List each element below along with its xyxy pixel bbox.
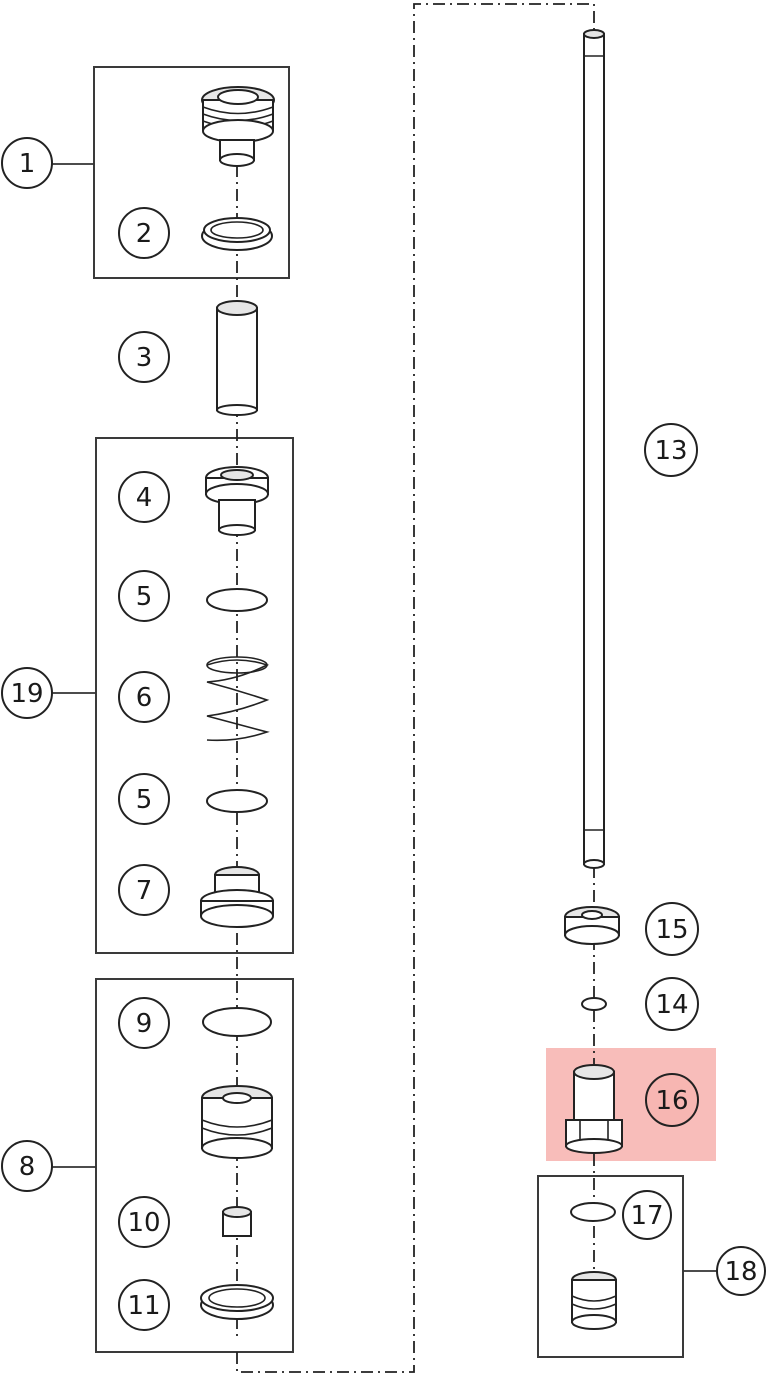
callout-5b: 5 <box>118 773 170 825</box>
callout-8-label: 8 <box>19 1152 36 1182</box>
part-5-oring-upper <box>206 588 268 612</box>
callout-16: 16 <box>645 1073 699 1127</box>
leader-lines <box>52 163 719 1272</box>
callout-17-label: 17 <box>630 1201 663 1231</box>
part-18-base-valve <box>571 1271 617 1330</box>
callout-10: 10 <box>118 1196 170 1248</box>
callout-19: 19 <box>1 667 53 719</box>
callout-16-label: 16 <box>655 1086 688 1116</box>
callout-11: 11 <box>118 1279 170 1331</box>
callout-3-label: 3 <box>136 343 153 373</box>
callout-7: 7 <box>118 864 170 916</box>
part-3-sleeve <box>216 300 258 416</box>
group-box-19 <box>95 437 294 954</box>
part-10-bushing <box>222 1206 252 1237</box>
callout-5b-label: 5 <box>136 785 153 815</box>
callout-19-label: 19 <box>10 679 43 709</box>
callout-15-label: 15 <box>655 915 688 945</box>
part-6-spring <box>206 656 270 742</box>
part-4-valve <box>205 466 269 536</box>
callout-13: 13 <box>644 423 698 477</box>
part-9-seal-ring <box>202 1007 272 1037</box>
callout-2: 2 <box>118 207 170 259</box>
callout-17: 17 <box>622 1190 672 1240</box>
callout-9: 9 <box>118 997 170 1049</box>
part-11-ring <box>200 1284 274 1320</box>
part-16-adjuster <box>565 1064 623 1154</box>
callout-5a-label: 5 <box>136 582 153 612</box>
callout-6: 6 <box>118 671 170 723</box>
part-1-top-cap <box>201 86 275 167</box>
callout-8: 8 <box>1 1140 53 1192</box>
callout-10-label: 10 <box>127 1208 160 1238</box>
callout-14-label: 14 <box>655 990 688 1020</box>
callout-9-label: 9 <box>136 1009 153 1039</box>
part-7-valve-body <box>200 866 274 928</box>
group-box-8 <box>95 978 294 1353</box>
part-8-piston <box>201 1085 273 1159</box>
part-13-rod <box>583 29 605 869</box>
callout-13-label: 13 <box>654 436 687 466</box>
callout-2-label: 2 <box>136 219 153 249</box>
callout-6-label: 6 <box>136 683 153 713</box>
callout-7-label: 7 <box>136 876 153 906</box>
group-box-1 <box>93 66 290 279</box>
callout-14: 14 <box>645 977 699 1031</box>
callout-18: 18 <box>716 1246 766 1296</box>
callout-4: 4 <box>118 471 170 523</box>
callout-1-label: 1 <box>19 149 36 179</box>
callout-4-label: 4 <box>136 483 153 513</box>
callout-18-label: 18 <box>724 1257 757 1287</box>
part-15-nut <box>564 906 620 945</box>
group-box-18 <box>537 1175 684 1358</box>
assembly-path-line <box>236 3 595 1373</box>
callout-5a: 5 <box>118 570 170 622</box>
callout-3: 3 <box>118 331 170 383</box>
part-14-washer <box>581 997 607 1011</box>
part-5-oring-lower <box>206 789 268 813</box>
callout-1: 1 <box>1 137 53 189</box>
part-2-ring <box>201 217 273 251</box>
callout-15: 15 <box>645 902 699 956</box>
callout-11-label: 11 <box>127 1291 160 1321</box>
part-17-oring <box>570 1202 616 1222</box>
